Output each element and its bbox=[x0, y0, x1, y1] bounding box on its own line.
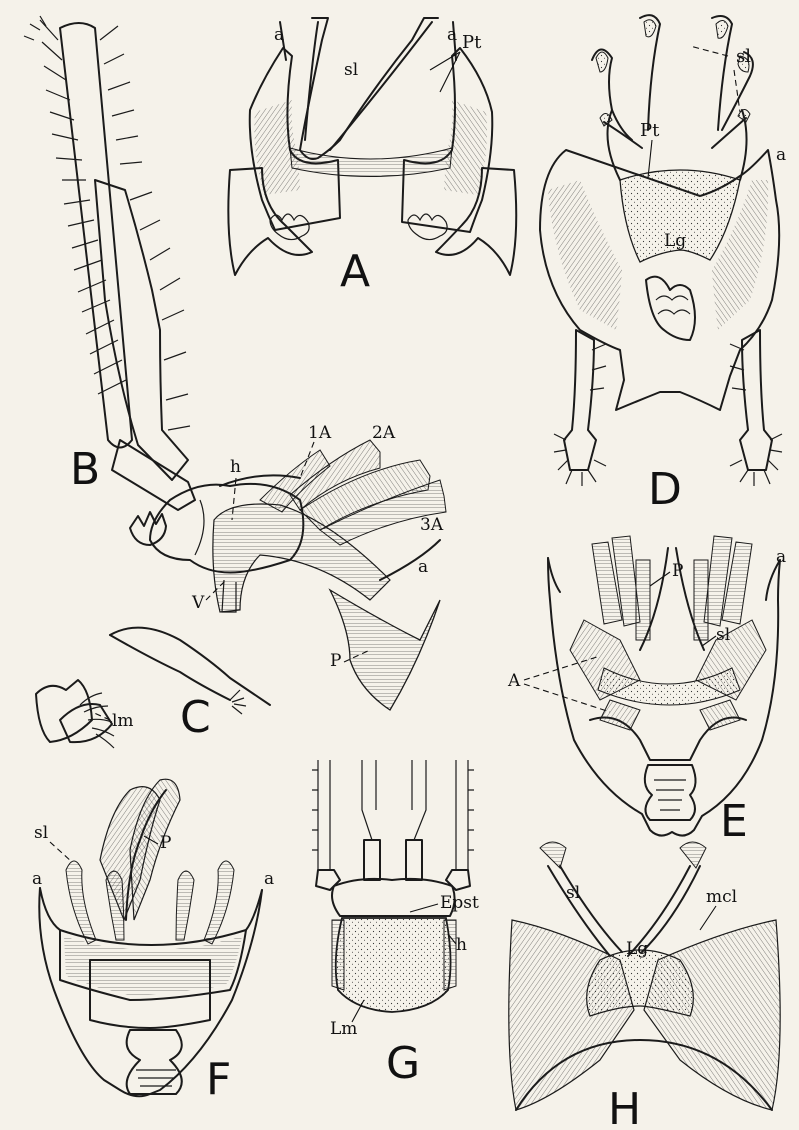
panel-e-label-a-muscle: A bbox=[507, 671, 521, 691]
panel-b-drawing bbox=[24, 16, 446, 710]
panel-g-label-epst: Epst bbox=[440, 893, 479, 913]
panel-a-label-sl: sl bbox=[344, 60, 358, 80]
panel-c-letter: C bbox=[180, 692, 211, 743]
panel-a-label-a-right: a bbox=[447, 25, 457, 45]
panel-e-drawing bbox=[548, 536, 780, 836]
panel-a-letter: A bbox=[340, 246, 370, 297]
panel-b-label-h: h bbox=[230, 457, 241, 477]
panel-h-label-sl: sl bbox=[566, 883, 580, 903]
panel-b-label-3a: 3A bbox=[420, 515, 444, 535]
panel-h-label-lg: Lg bbox=[626, 939, 648, 959]
panel-f-drawing bbox=[39, 779, 262, 1096]
panel-g-letter: G bbox=[386, 1038, 420, 1089]
panel-a-label-pt: Pt bbox=[462, 32, 482, 53]
panel-d-label-sl: sl bbox=[736, 46, 751, 67]
panel-b-label-v: V bbox=[191, 593, 205, 613]
panel-c-drawing bbox=[36, 628, 270, 748]
panel-a-label-a-left: a bbox=[274, 25, 284, 45]
panel-d-letter: D bbox=[648, 464, 682, 515]
panel-f-label-p: P bbox=[160, 833, 171, 853]
panel-f-label-sl: sl bbox=[34, 823, 48, 843]
panel-c-label-lm: lm bbox=[112, 711, 134, 731]
panel-b-label-2a: 2A bbox=[372, 423, 396, 443]
panel-h-label-mcl: mcl bbox=[706, 887, 737, 907]
panel-e-label-a: a bbox=[776, 547, 786, 567]
panel-b-label-1a: 1A bbox=[308, 423, 332, 443]
panel-e-letter: E bbox=[720, 796, 748, 847]
panel-f-label-a-left: a bbox=[32, 869, 42, 889]
panel-d-label-a: a bbox=[776, 145, 786, 165]
panel-g-drawing bbox=[312, 760, 474, 1012]
panel-b-label-p: P bbox=[330, 651, 341, 671]
panel-d-label-pt: Pt bbox=[640, 120, 660, 141]
panel-e-label-p: P bbox=[672, 561, 683, 581]
panel-e-label-sl: sl bbox=[716, 625, 730, 645]
panel-h-letter: H bbox=[608, 1084, 641, 1130]
panel-d-drawing bbox=[540, 15, 782, 486]
panel-g-label-lm: Lm bbox=[330, 1019, 357, 1039]
panel-f-label-a-right: a bbox=[264, 869, 274, 889]
panel-h-drawing bbox=[509, 842, 780, 1110]
panel-d-label-lg: Lg bbox=[664, 231, 686, 251]
panel-g-label-h: h bbox=[456, 935, 467, 955]
panel-b-letter: B bbox=[70, 444, 100, 495]
panel-a-drawing bbox=[228, 18, 516, 275]
panel-f-letter: F bbox=[206, 1054, 231, 1105]
panel-b-label-a: a bbox=[418, 557, 428, 577]
